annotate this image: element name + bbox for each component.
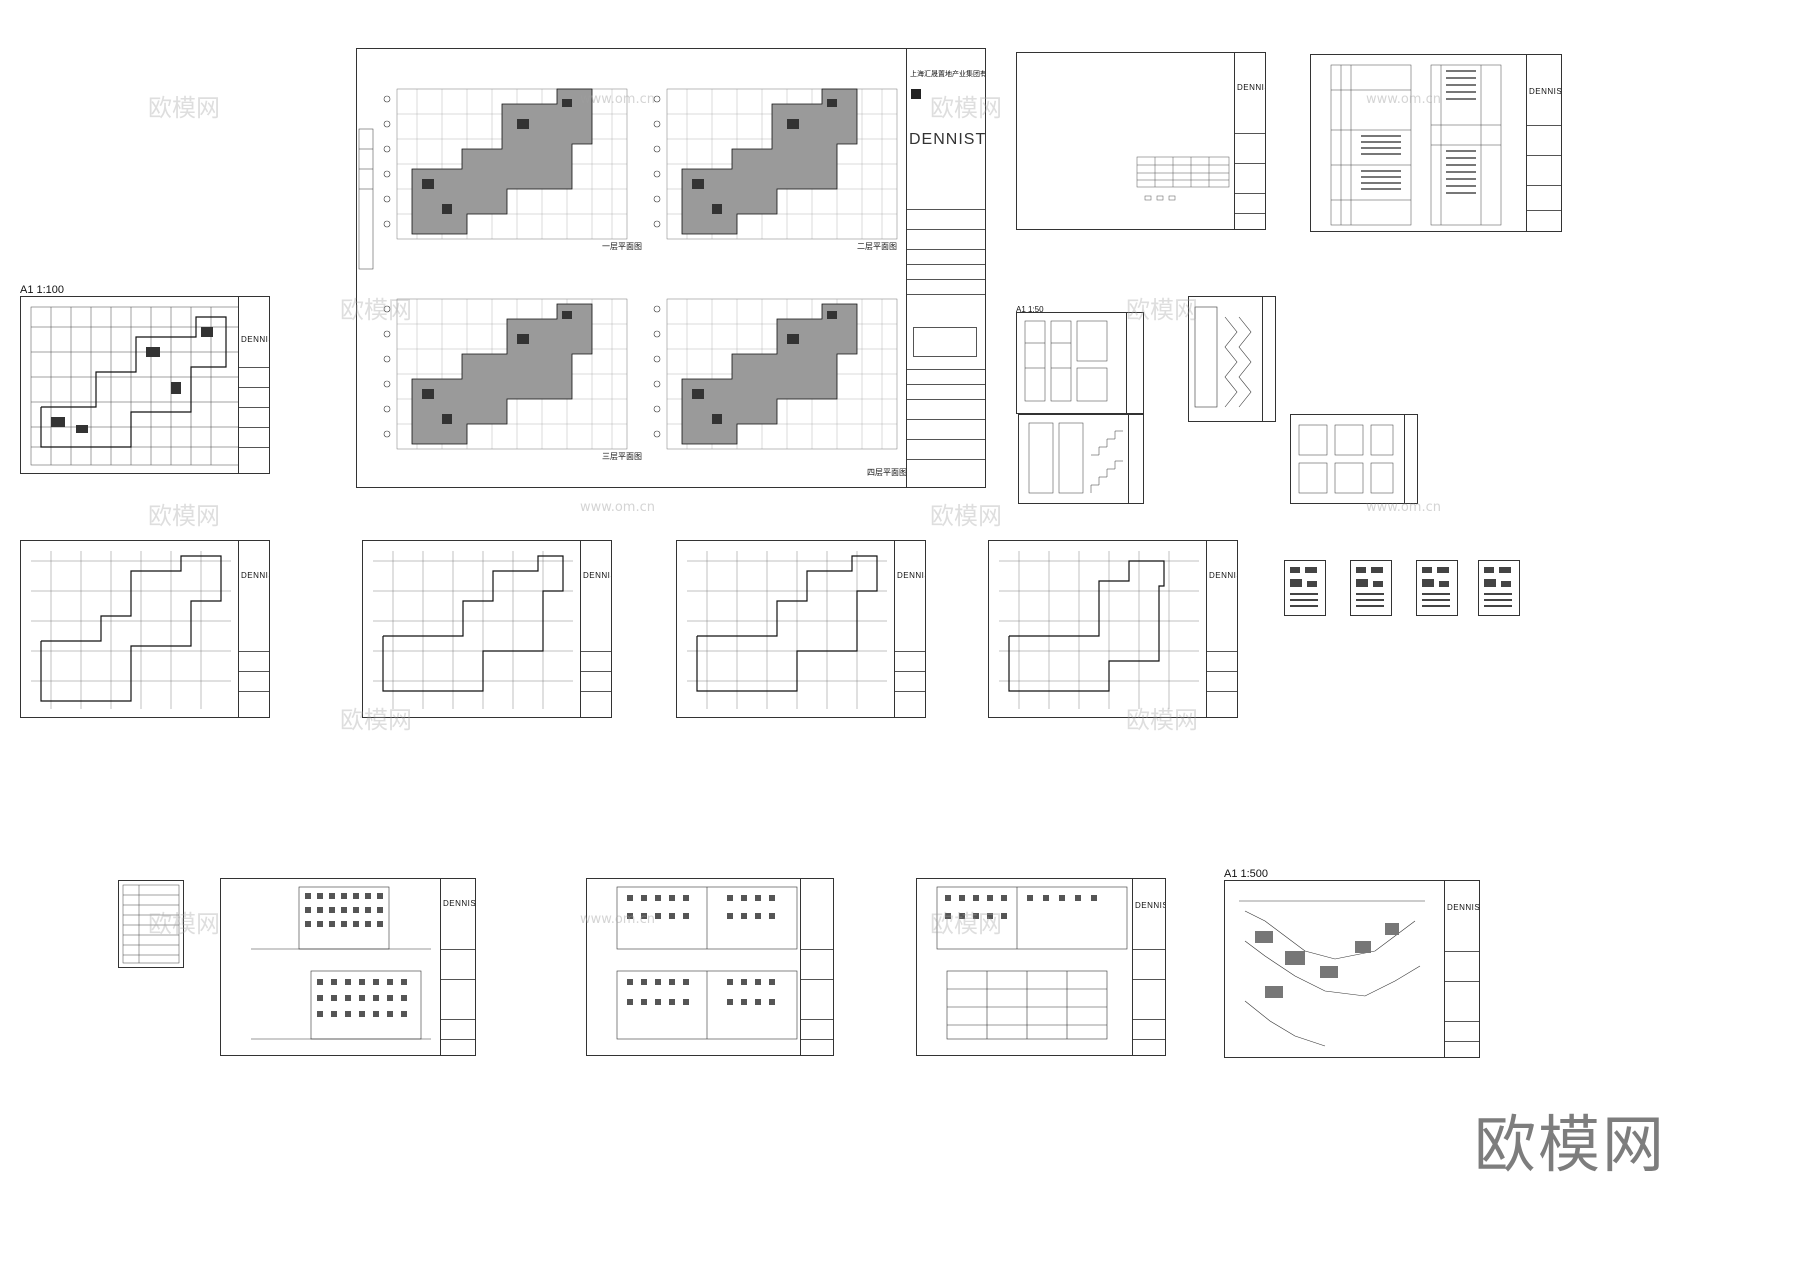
title-block	[1126, 313, 1143, 413]
sheet-detail-4[interactable]	[1290, 414, 1418, 504]
denniston-logo-icon	[911, 89, 921, 99]
sheet-site-plan[interactable]: DENNISTON	[1224, 880, 1480, 1058]
sheet-cover-table[interactable]: DENNISTON	[1016, 52, 1266, 230]
sheet-small-index[interactable]	[118, 880, 184, 968]
title-block: DENNISTON	[440, 879, 475, 1055]
stair-detail-drawing	[1028, 422, 1123, 494]
thumb-drawing	[1484, 567, 1512, 607]
sheet-detail-2[interactable]	[1018, 414, 1144, 504]
brand-text: DENNISTON	[1237, 83, 1265, 92]
floor-plan-drawing	[373, 551, 573, 709]
stair-section-drawing	[1194, 306, 1252, 408]
floor-plan-drawing	[999, 551, 1199, 709]
sheet-floor-plan-b[interactable]: DENNISTON	[20, 540, 270, 718]
title-block	[800, 879, 833, 1055]
brand-text: DENNISTON	[1447, 903, 1480, 912]
floor-plan-drawing	[687, 551, 887, 709]
title-block: DENNISTON	[238, 541, 269, 717]
drawing-list-drawing	[1330, 64, 1502, 226]
watermark-large: 欧模网	[1474, 1108, 1667, 1181]
watermark-text: 欧模网	[148, 502, 220, 530]
site-plan-drawing	[1239, 900, 1425, 1047]
detail-drawing	[1298, 424, 1394, 494]
title-block: DENNISTON	[1526, 55, 1561, 231]
sheet-floor-plan-a[interactable]: DENNISTON	[20, 296, 270, 474]
sheet-drawing-list[interactable]: DENNISTON	[1310, 54, 1562, 232]
brand-text: DENNISTON	[583, 571, 611, 580]
index-drawing	[122, 884, 180, 964]
cover-table-drawing	[1136, 156, 1230, 201]
floor-plan-drawing	[30, 306, 240, 466]
title-block	[1404, 415, 1417, 503]
sheet-detail-1[interactable]	[1016, 312, 1144, 414]
title-block-main: 上海汇晟置地产业集团有限公司 DENNISTON	[906, 49, 985, 487]
elevation-drawing	[251, 886, 431, 1040]
elevation-drawing	[616, 886, 798, 1040]
sheet-label-a1-100: A1 1:100	[20, 284, 65, 296]
sheet-elevation-3[interactable]: DENNISTON	[916, 878, 1166, 1056]
sheet-label-a1-50: A1 1:50	[1016, 305, 1044, 314]
watermark-text: 欧模网	[148, 94, 220, 122]
thumb-drawing	[1356, 567, 1384, 607]
brand-text-main: DENNISTON	[909, 131, 986, 148]
sheet-thumb-2[interactable]	[1350, 560, 1392, 616]
brand-text: DENNISTON	[1135, 901, 1165, 910]
brand-text: DENNISTON	[241, 335, 269, 344]
watermark-url: www.om.cn	[580, 500, 655, 515]
brand-text: DENNISTON	[241, 571, 269, 580]
thumb-drawing	[1290, 567, 1318, 607]
title-block: DENNISTON	[1206, 541, 1237, 717]
title-block	[1262, 297, 1275, 421]
title-block: DENNISTON	[580, 541, 611, 717]
plan-title-3: 三层平面图	[602, 452, 642, 461]
title-block: DENNISTON	[238, 297, 269, 473]
sheet-floor-plan-e[interactable]: DENNISTON	[988, 540, 1238, 718]
sheet-floor-plan-c[interactable]: DENNISTON	[362, 540, 612, 718]
sheet-detail-3[interactable]	[1188, 296, 1276, 422]
brand-text: DENNISTON	[443, 899, 476, 908]
plan-title-2: 二层平面图	[857, 242, 897, 251]
title-block: DENNISTON	[894, 541, 925, 717]
brand-text: DENNISTON	[1529, 87, 1562, 96]
title-block: DENNISTON	[1234, 53, 1265, 229]
floor-plan-drawing	[31, 551, 231, 709]
plan-title-4: 四层平面图	[867, 468, 907, 477]
four-floor-plans-drawing	[358, 88, 898, 450]
brand-text: DENNISTON	[1209, 571, 1237, 580]
sheet-label-a1-500: A1 1:500	[1224, 868, 1269, 880]
sheet-thumb-1[interactable]	[1284, 560, 1326, 616]
title-block: DENNISTON	[1132, 879, 1165, 1055]
detail-drawing	[1024, 320, 1108, 402]
title-block	[1128, 415, 1143, 503]
client-name: 上海汇晟置地产业集团有限公司	[910, 71, 985, 78]
sheet-thumb-4[interactable]	[1478, 560, 1520, 616]
sheet-main-plans[interactable]: 一层平面图 二层平面图 三层平面图 四层平面图 上海汇晟置地产业集团有限公司 D…	[356, 48, 986, 488]
elevation-drawing	[936, 886, 1128, 1040]
sheet-elevation-1[interactable]: DENNISTON	[220, 878, 476, 1056]
thumb-drawing	[1422, 567, 1450, 607]
watermark-text: 欧模网	[930, 502, 1002, 530]
sheet-floor-plan-d[interactable]: DENNISTON	[676, 540, 926, 718]
plan-title-1: 一层平面图	[602, 242, 642, 251]
title-block: DENNISTON	[1444, 881, 1479, 1057]
brand-text: DENNISTON	[897, 571, 925, 580]
sheet-thumb-3[interactable]	[1416, 560, 1458, 616]
sheet-elevation-2[interactable]	[586, 878, 834, 1056]
